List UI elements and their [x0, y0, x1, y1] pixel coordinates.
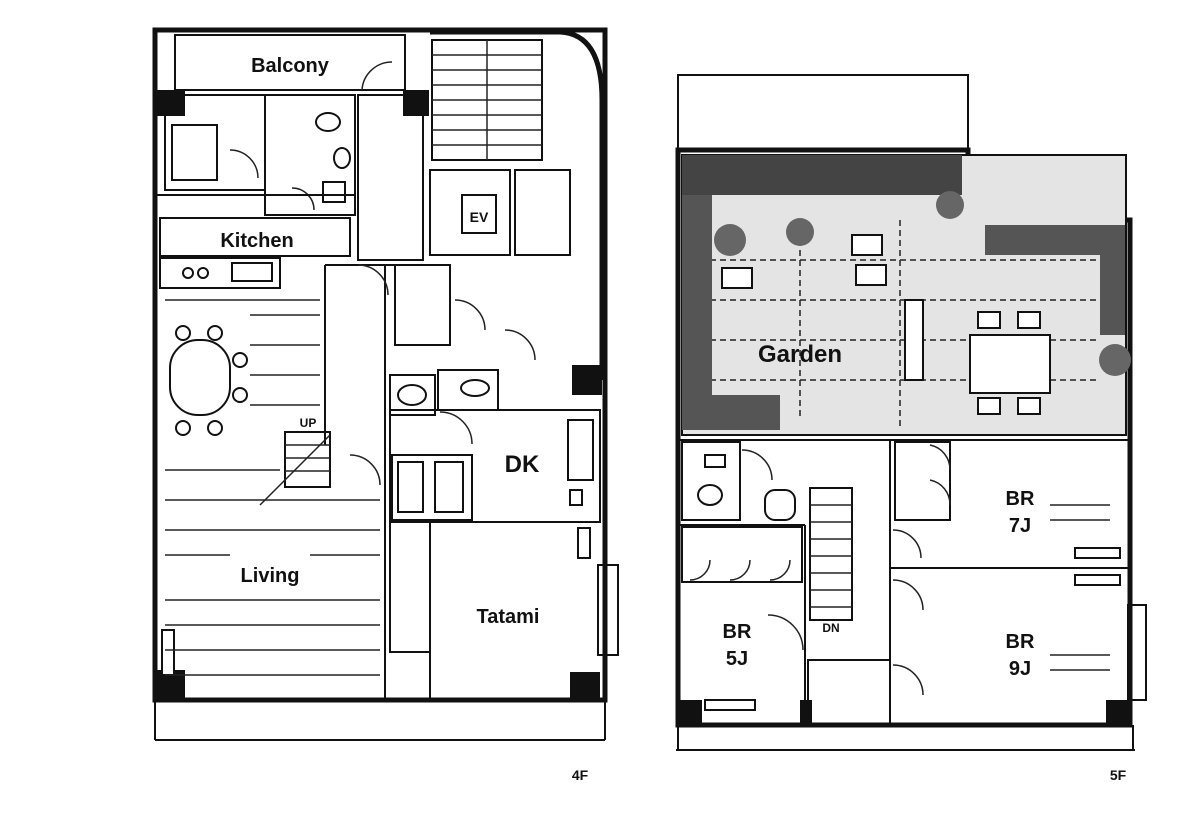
column [572, 365, 602, 395]
elevator-shaft [429, 169, 511, 256]
fridge [397, 461, 424, 513]
closet-br7 [894, 441, 951, 521]
label-garden: Garden [758, 341, 842, 368]
vanity [389, 374, 436, 416]
tatami-closet [389, 521, 431, 653]
kitchen-counter [159, 217, 351, 257]
balcony-area [174, 34, 406, 91]
dk-storage [391, 454, 473, 521]
plan-5f: Garden BR 7J BR 5J BR 9J DN 5F [675, 74, 1147, 783]
toilet-5f [697, 484, 723, 506]
label-kitchen: Kitchen [220, 230, 293, 252]
wc-5f [681, 441, 741, 521]
label-balcony: Balcony [251, 55, 330, 77]
dk-counter [567, 419, 594, 481]
burner [197, 267, 209, 279]
column [1106, 700, 1128, 725]
column [570, 672, 600, 700]
stove-counter [159, 257, 281, 289]
bathtub [171, 124, 218, 181]
closet-br5 [681, 526, 803, 583]
garden-bench [851, 234, 883, 256]
staircase-4f-upper [431, 39, 543, 161]
roof-deck [677, 74, 969, 151]
column [157, 90, 185, 116]
label-ev: EV [470, 209, 489, 225]
living-window [161, 629, 175, 676]
garden-bench [721, 267, 753, 289]
floor-hatching-4f [165, 299, 380, 676]
staircase-4f-up [259, 431, 331, 506]
label-br-7j-size: 7J [1009, 515, 1031, 537]
label-br-9j-name: BR [1006, 631, 1035, 653]
wc-tank [704, 454, 726, 468]
elevator-car [461, 194, 497, 234]
label-br-5j-name: BR [723, 621, 752, 643]
wash-basin-5f [764, 489, 796, 521]
garden-area [681, 154, 1127, 436]
toilet-4f-second [460, 379, 490, 397]
dk-appliance [569, 489, 583, 506]
hall-closet [514, 169, 571, 256]
curved-stair-wall [430, 29, 605, 380]
label-dk: DK [505, 451, 540, 478]
label-tatami: Tatami [477, 606, 540, 628]
column [403, 90, 429, 116]
label-stair-up: UP [300, 416, 317, 430]
washroom [264, 94, 356, 216]
tatami-window [597, 564, 619, 656]
washer [322, 181, 346, 203]
floor-tag-5f: 5F [1110, 767, 1127, 783]
column [680, 700, 702, 725]
dk-room [389, 409, 601, 523]
label-br-5j-size: 5J [726, 648, 748, 670]
closet [357, 94, 424, 261]
outer-wall-4f [152, 27, 608, 703]
br7-sill [1074, 547, 1121, 559]
sink [333, 147, 351, 169]
garden-planter [904, 299, 924, 381]
toilet [315, 112, 341, 132]
dk-cabinet [434, 461, 464, 513]
label-stair-dn: DN [822, 621, 839, 635]
kitchen-sink [231, 262, 273, 282]
label-br-7j-name: BR [1006, 488, 1035, 510]
br9-sill [1074, 574, 1121, 586]
garden-table-set [969, 311, 1051, 415]
plan-4f: Balcony Kitchen Living DK Tatami EV UP 4… [152, 27, 619, 783]
floor-tag-4f: 4F [572, 767, 589, 783]
tatami-shelf [577, 527, 591, 559]
burner [182, 267, 194, 279]
garden-shrubs [682, 155, 1131, 430]
storage [394, 264, 451, 346]
label-living: Living [241, 565, 300, 587]
staircase-5f-down [809, 487, 853, 621]
label-br-9j-size: 9J [1009, 658, 1031, 680]
column [800, 700, 812, 725]
br5-window-sill [704, 699, 756, 711]
storage-5f [807, 659, 891, 726]
garden-bench [855, 264, 887, 286]
dining-set [169, 325, 248, 436]
washbasin [397, 384, 427, 406]
br9-window [1127, 604, 1147, 701]
